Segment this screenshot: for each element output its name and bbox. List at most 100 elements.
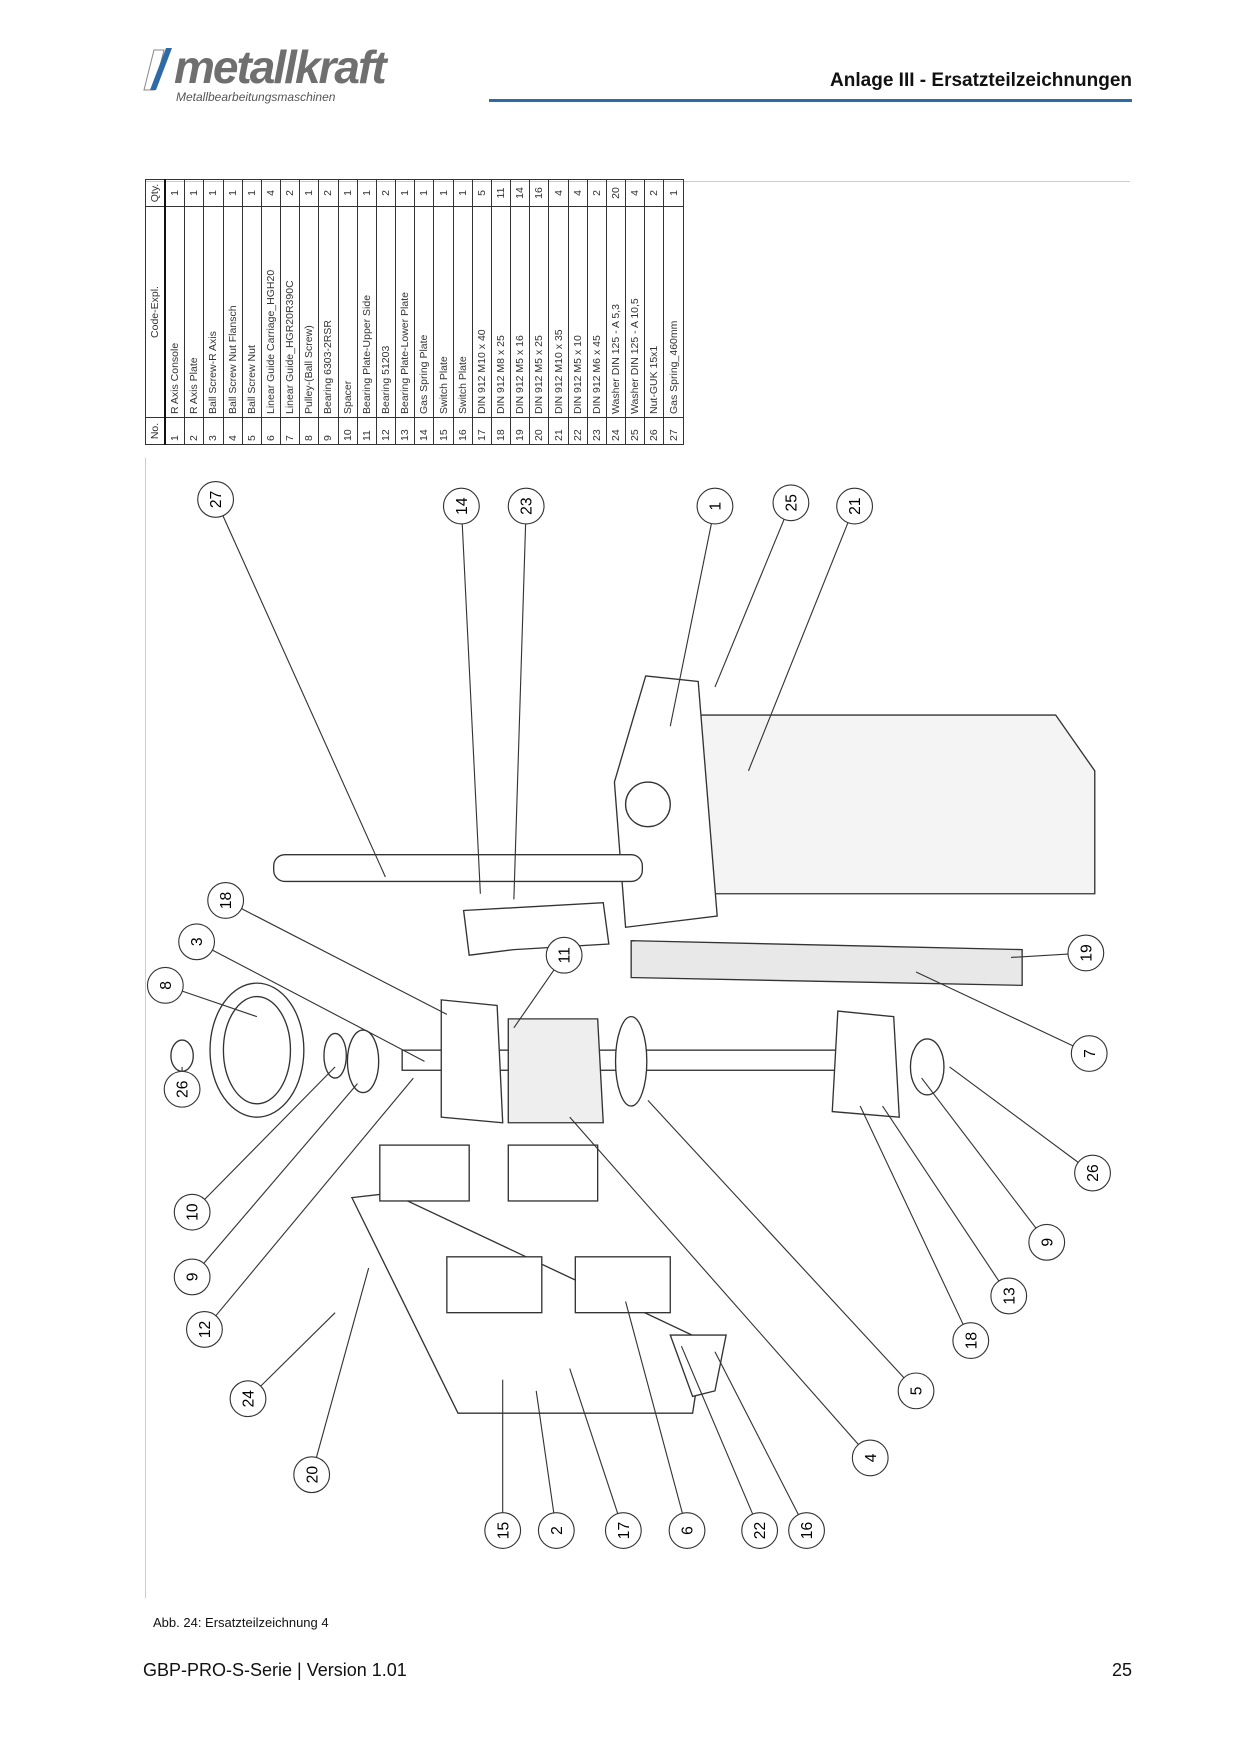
callout-25: 25 [714, 484, 810, 688]
header-divider [489, 99, 1132, 102]
callout-circle [178, 923, 216, 961]
leader-line [315, 1267, 370, 1458]
callout-circle [146, 966, 184, 1004]
footer-doc: GBP-PRO-S-Serie | Version 1.01 [143, 1660, 407, 1680]
callout-circle [1028, 1223, 1066, 1261]
callout-26: 26 [949, 1066, 1111, 1192]
callout-circle [197, 480, 235, 518]
callout-circle [545, 936, 583, 974]
leader-line [535, 1390, 555, 1513]
callout-26: 26 [163, 1066, 201, 1108]
callout-circle [836, 487, 874, 525]
callout-number: 2 [549, 1526, 566, 1535]
callout-number: 11 [557, 947, 574, 963]
callout-8: 8 [146, 966, 258, 1018]
callout-20: 20 [293, 1267, 370, 1494]
brand-logo: metallkraft Metallbearbeitungsmaschinen [140, 41, 470, 106]
callout-circle [1067, 934, 1105, 972]
callout-number: 18 [963, 1332, 980, 1350]
callout-circle [507, 487, 545, 525]
callout-9: 9 [173, 1083, 358, 1296]
callout-circle [207, 882, 245, 919]
callout-number: 8 [158, 981, 175, 990]
callout-number: 5 [909, 1386, 926, 1395]
callout-circle [696, 487, 734, 525]
callout-13: 13 [882, 1105, 1028, 1315]
leader-line [747, 522, 849, 772]
callout-circle [484, 1512, 522, 1549]
callout-circle [1074, 1154, 1111, 1192]
gas-spring-rod [273, 853, 644, 883]
callout-6: 6 [625, 1301, 706, 1549]
callout-number: 10 [185, 1203, 202, 1221]
callout-27: 27 [197, 480, 386, 878]
callout-number: 19 [1078, 944, 1095, 961]
callout-number: 16 [799, 1522, 816, 1539]
leader-line [513, 969, 555, 1029]
switch-plate [462, 901, 610, 956]
callout-3: 3 [178, 923, 425, 1062]
leader-line [915, 971, 1074, 1047]
callout-number: 24 [241, 1390, 258, 1408]
callout-circle [537, 1512, 575, 1549]
leader-line [882, 1105, 1000, 1282]
callout-number: 26 [175, 1081, 192, 1098]
page-number: 25 [1111, 1660, 1132, 1680]
callout-circle [990, 1277, 1028, 1315]
linear-guide [630, 939, 1023, 987]
bearing-plate-lower [831, 1010, 900, 1118]
leader-line [949, 1066, 1079, 1163]
callout-number: 1 [708, 502, 725, 511]
callout-number: 9 [1039, 1238, 1056, 1247]
callout-number: 22 [752, 1522, 769, 1539]
callout-circle [173, 1258, 211, 1296]
callout-number: 26 [1085, 1164, 1102, 1181]
leader-line [215, 1077, 414, 1317]
callout-number: 18 [218, 891, 235, 909]
leader-line [1010, 953, 1069, 958]
leader-line [859, 1105, 964, 1325]
leader-line [669, 523, 712, 727]
leader-line [625, 1301, 683, 1514]
drawing-frame-left [145, 458, 146, 1598]
leader-line [513, 523, 527, 900]
leader-line [204, 1066, 336, 1200]
callout-circle [897, 1372, 935, 1410]
callout-circle [741, 1512, 779, 1549]
callout-number: 7 [1082, 1049, 1099, 1058]
callout-number: 9 [185, 1273, 202, 1282]
callout-circle [229, 1380, 267, 1418]
callout-number: 13 [1001, 1287, 1018, 1304]
callout-circle [442, 487, 480, 525]
callout-17: 17 [569, 1368, 642, 1549]
callout-circle [293, 1456, 331, 1494]
leader-line [921, 1077, 1037, 1229]
callout-number: 6 [680, 1526, 697, 1535]
callout-5: 5 [647, 1100, 935, 1410]
callout-21: 21 [747, 487, 874, 772]
leader-line [461, 523, 481, 894]
r-axis-console [669, 714, 1096, 895]
brand-name: metallkraft [174, 41, 387, 93]
callout-4: 4 [569, 1116, 889, 1477]
callout-number: 27 [208, 491, 225, 508]
leader-line [260, 1312, 336, 1387]
page-title: Anlage III - Ersatzteilzeichnungen [830, 70, 1132, 91]
leader-line [714, 519, 785, 688]
drawing-frame-top [145, 181, 1130, 182]
leader-line [714, 1351, 799, 1515]
callout-14: 14 [442, 487, 481, 894]
brand-subtitle: Metallbearbeitungsmaschinen [176, 90, 336, 104]
leader-line [182, 990, 258, 1018]
callout-23: 23 [507, 487, 545, 900]
callout-circle [186, 1310, 223, 1348]
callout-circle [772, 484, 810, 522]
callout-number: 4 [863, 1453, 880, 1462]
callout-circle [851, 1439, 889, 1477]
callout-number: 12 [197, 1321, 214, 1338]
leader-line [241, 908, 448, 1015]
callout-number: 25 [784, 494, 801, 512]
bearing-plate-upper [440, 999, 504, 1124]
callout-circle [1070, 1035, 1108, 1072]
